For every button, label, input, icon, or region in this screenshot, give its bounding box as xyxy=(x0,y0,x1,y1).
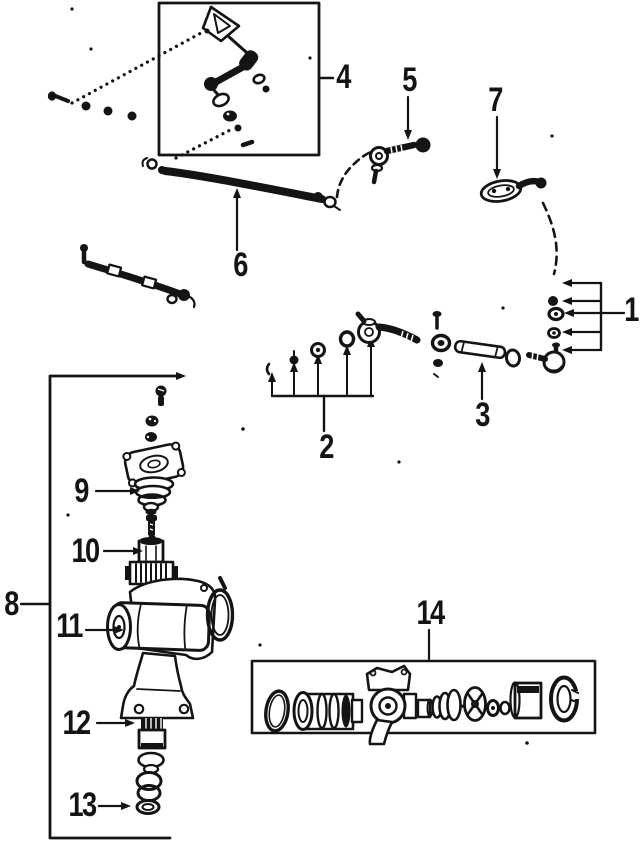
callout-label-8: 8 xyxy=(4,585,19,623)
stud-seal-hardware xyxy=(430,311,452,378)
callout-label-4: 4 xyxy=(336,58,351,96)
callout-12-leader xyxy=(95,719,135,727)
steering-seal-kit xyxy=(264,664,581,746)
sector-shaft-washer xyxy=(135,799,161,815)
side-bolt xyxy=(218,576,227,590)
worm-shaft xyxy=(125,515,178,586)
callout-label-3: 3 xyxy=(475,396,490,434)
bushing xyxy=(127,111,137,121)
relay-rod xyxy=(80,244,196,309)
callout-9-leader xyxy=(94,487,140,495)
steering-gear-housing xyxy=(106,576,235,720)
callout-label-1: 1 xyxy=(624,291,639,329)
tie-rod-adjusting-sleeve xyxy=(453,339,522,368)
callout-label-7: 7 xyxy=(488,81,503,119)
callout-13-leader xyxy=(97,802,131,810)
dotted-assembly-lines xyxy=(70,31,236,160)
idler-arm-mounting-hardware xyxy=(47,91,137,121)
kit-valve-body xyxy=(365,664,418,746)
callout-7-leader xyxy=(493,115,501,179)
callout-6-leader xyxy=(233,188,241,252)
side-o-ring xyxy=(205,588,235,642)
center-link xyxy=(141,157,341,211)
kit-bellows xyxy=(431,688,470,722)
callout-3-leader xyxy=(478,362,486,401)
sector-shaft xyxy=(137,717,167,750)
locknuts xyxy=(145,415,159,442)
kit-o-ring xyxy=(264,689,290,733)
tie-rod-end-hardware-1 xyxy=(547,279,626,359)
callout-11-leader xyxy=(84,626,124,634)
bushing xyxy=(81,101,91,111)
callout-label-9: 9 xyxy=(74,472,89,510)
callout-label-6: 6 xyxy=(233,246,248,284)
kit-end-seal xyxy=(549,675,581,723)
clip xyxy=(265,362,271,376)
dashed-line-to-tie-rod xyxy=(335,149,375,199)
callout-10-leader xyxy=(102,547,143,555)
callout-box-14 xyxy=(250,628,597,735)
callout-label-12: 12 xyxy=(62,704,91,742)
dashed-line-to-hardware-1 xyxy=(541,201,558,276)
kit-cup xyxy=(509,681,543,720)
kit-spool xyxy=(416,698,434,719)
idler-arm-assembly xyxy=(201,5,270,148)
callout-label-2: 2 xyxy=(319,428,334,466)
callout-box-4 xyxy=(157,1,335,157)
callout-box-8 xyxy=(19,372,186,840)
callout-label-5: 5 xyxy=(402,61,417,99)
kit-piston-assembly xyxy=(292,691,364,731)
tie-rod-end-right xyxy=(526,350,566,374)
castle-nut xyxy=(548,296,558,306)
kit-washers xyxy=(486,699,511,717)
kit-spider-gasket xyxy=(463,686,487,722)
inner-tie-rod-hardware-2 xyxy=(265,330,375,433)
grommet xyxy=(338,330,356,348)
nut xyxy=(289,355,299,365)
gear-housing-cover xyxy=(122,441,186,516)
cover-bolt xyxy=(155,385,167,406)
callout-label-14: 14 xyxy=(416,594,445,632)
callout-5-leader xyxy=(404,95,412,140)
callout-label-11: 11 xyxy=(56,607,83,645)
bushing xyxy=(103,106,113,116)
steering-knuckle-arm xyxy=(479,177,547,203)
callout-label-13: 13 xyxy=(68,786,97,824)
callout-label-10: 10 xyxy=(71,532,100,570)
tie-rod-end-inner xyxy=(355,311,421,344)
tie-rod-end-5 xyxy=(369,137,431,185)
scan-specks xyxy=(66,7,554,745)
sector-shaft-seals xyxy=(135,751,165,802)
